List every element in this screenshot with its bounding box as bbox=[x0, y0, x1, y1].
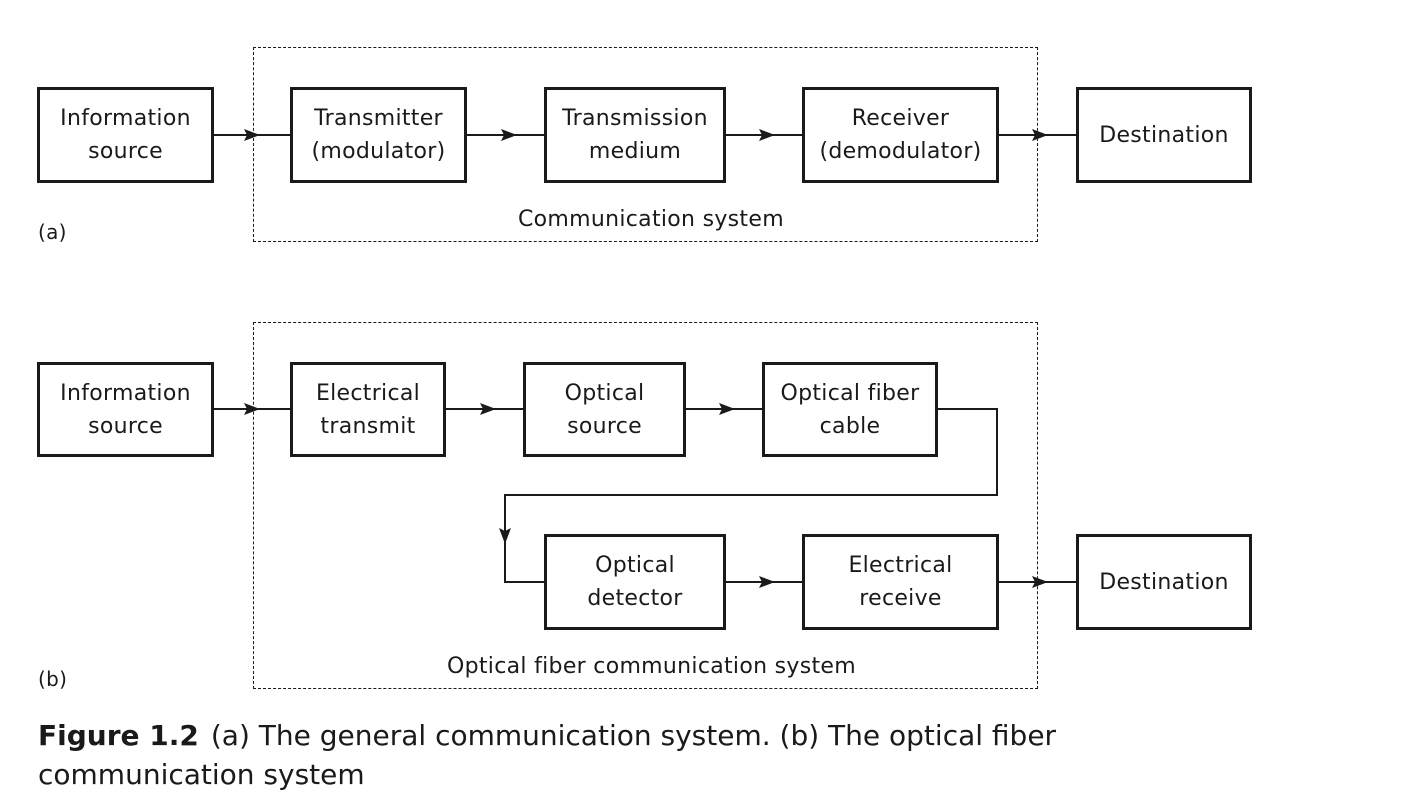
block-line: source bbox=[567, 413, 642, 439]
block-line: Optical bbox=[564, 380, 645, 406]
communication-system-label: Communication system bbox=[518, 207, 784, 232]
transmission-medium-block: Transmission medium bbox=[544, 87, 726, 183]
info-source-block-b: Information source bbox=[37, 362, 214, 457]
figure-caption: Figure 1.2(a) The general communication … bbox=[38, 716, 1098, 794]
optical-source-block: Optical source bbox=[523, 362, 686, 457]
optical-system-boundary bbox=[253, 322, 1038, 689]
block-line: source bbox=[88, 139, 163, 164]
block-line: Transmitter bbox=[314, 106, 443, 131]
info-source-block-a: Information source bbox=[37, 87, 214, 183]
caption-text: (a) The general communication system. (b… bbox=[38, 719, 1057, 791]
block-line: medium bbox=[588, 139, 682, 164]
communication-system-boundary bbox=[253, 47, 1038, 242]
diagram-a-tag: (a) bbox=[38, 220, 67, 244]
receiver-block: Receiver (demodulator) bbox=[802, 87, 999, 183]
block-line: Information bbox=[60, 106, 191, 131]
optical-detector-block: Optical detector bbox=[544, 534, 726, 630]
block-line: Receiver bbox=[851, 106, 950, 131]
block-line: Electrical bbox=[848, 553, 953, 578]
block-line: cable bbox=[819, 413, 881, 439]
destination-block-b: Destination bbox=[1076, 534, 1252, 630]
block-line: Optical bbox=[595, 553, 675, 578]
destination-block-a: Destination bbox=[1076, 87, 1252, 183]
electrical-transmit-block: Electrical transmit bbox=[290, 362, 446, 457]
optical-system-label: Optical fiber communication system bbox=[447, 654, 856, 679]
block-line: source bbox=[88, 413, 163, 439]
block-line: Destination bbox=[1099, 569, 1229, 595]
block-line: (demodulator) bbox=[819, 139, 982, 164]
block-line: Optical fiber bbox=[780, 380, 920, 406]
transmitter-block: Transmitter (modulator) bbox=[290, 87, 467, 183]
arrow-b-fiber-detector bbox=[504, 408, 998, 583]
diagram-b-tag: (b) bbox=[38, 667, 68, 691]
block-line: Information bbox=[60, 380, 191, 406]
block-line: detector bbox=[587, 586, 683, 611]
electrical-receive-block: Electrical receive bbox=[802, 534, 999, 630]
block-line: Transmission bbox=[562, 106, 708, 131]
optical-fiber-cable-block: Optical fiber cable bbox=[762, 362, 938, 457]
block-line: (modulator) bbox=[311, 139, 446, 164]
block-line: transmit bbox=[320, 413, 416, 439]
block-line: receive bbox=[859, 586, 942, 611]
block-line: Destination bbox=[1099, 122, 1229, 148]
figure-number: Figure 1.2 bbox=[38, 719, 199, 752]
block-line: Electrical bbox=[315, 380, 421, 406]
